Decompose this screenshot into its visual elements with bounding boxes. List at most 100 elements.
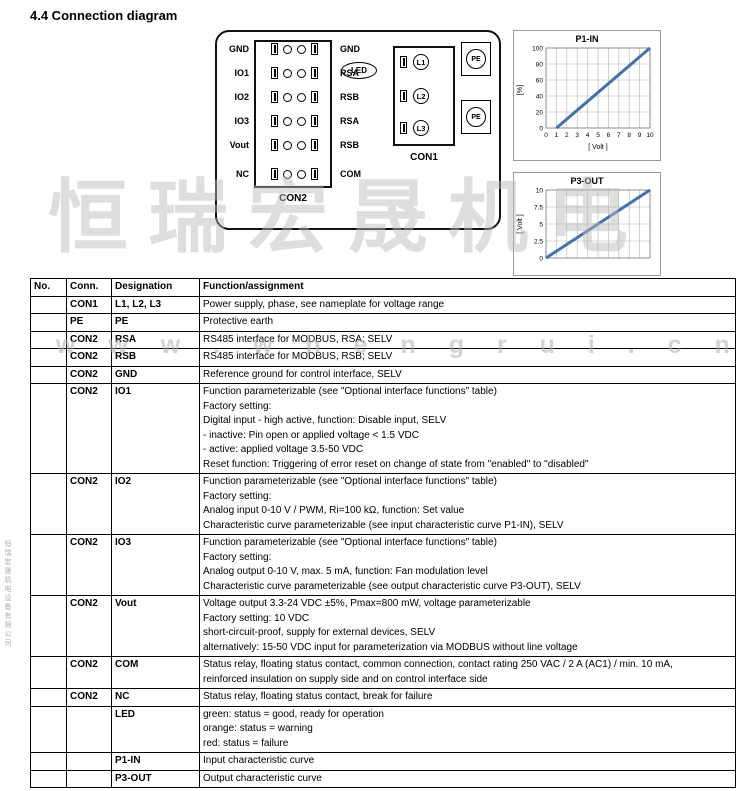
cell-no [30, 365, 67, 384]
pe-terminal: PE [466, 49, 486, 69]
cell-designation: NC [111, 688, 200, 707]
terminal-row-gnd: GND GND [217, 42, 499, 56]
connection-diagram: GND GND IO1 RSA IO2 RSB IO3 RSA Vout RSB… [215, 30, 501, 230]
watermark-side-text: 恒瑞宏晟机电设备有限公司 [4, 540, 11, 648]
cell-conn: CON2 [66, 534, 112, 596]
terminal-symbols [257, 43, 331, 55]
chart-canvas: 10 7.5 5 2.5 0 [ Volt ] [517, 188, 651, 263]
cell-designation: L1, L2, L3 [111, 295, 200, 314]
cell-conn: CON1 [66, 295, 112, 314]
cell-no [30, 295, 67, 314]
terminal-contact-icon [310, 139, 318, 151]
con2-terminal-block [254, 40, 332, 188]
cell-function: Output characteristic curve [199, 769, 736, 788]
terminal-row-io3: IO3 RSA [217, 114, 499, 128]
cell-designation: RSA [111, 330, 200, 349]
terminal-label-right: RSB [340, 92, 360, 102]
terminal-row-io2: IO2 RSB [217, 90, 499, 104]
x-tick-label: 5 [596, 132, 600, 139]
cell-function: RS485 interface for MODBUS, RSB; SELV [199, 348, 736, 367]
terminal-symbols [257, 67, 331, 79]
pe-terminal: PE [466, 107, 486, 127]
cell-designation: LED [111, 705, 200, 753]
led-indicator: LED [341, 62, 377, 79]
y-tick-label: 40 [536, 94, 544, 101]
cell-no [30, 705, 67, 753]
cell-function: Voltage output 3.3-24 VDC ±5%, Pmax=800 … [199, 595, 736, 657]
cell-no [30, 473, 67, 535]
con2-label: CON2 [279, 193, 307, 204]
chart-p1-in: P1-IN 100 80 60 40 20 0 [%] 0 1 2 3 4 5 … [513, 30, 661, 161]
cell-designation: P3-OUT [111, 769, 200, 788]
connection-table: No. Conn. Designation Function/assignmen… [30, 278, 736, 788]
terminal-contact-icon [270, 91, 278, 103]
cell-function: RS485 interface for MODBUS, RSA; SELV [199, 330, 736, 349]
terminal-contact-icon [270, 139, 278, 151]
terminal-hole-icon [296, 44, 306, 54]
cell-no [30, 534, 67, 596]
x-tick-label: 2 [565, 132, 569, 139]
terminal-contact-icon [310, 168, 318, 180]
terminal-label-left: IO3 [234, 116, 249, 126]
cell-function: Status relay, floating status contact, b… [199, 688, 736, 707]
terminal-hole-icon [282, 68, 292, 78]
cell-conn: CON2 [66, 656, 112, 689]
terminal-label-right: RSB [340, 140, 360, 150]
pe-terminal-box: PE [461, 42, 491, 76]
terminal-contact-icon [310, 115, 318, 127]
terminal-hole-icon [282, 44, 292, 54]
table-header-row: No. Conn. Designation Function/assignmen… [30, 278, 736, 297]
x-axis-label: [ Volt ] [588, 144, 608, 151]
terminal-contact-icon [270, 43, 278, 55]
cell-conn: CON2 [66, 330, 112, 349]
terminal-symbols [257, 139, 331, 151]
cell-no [30, 330, 67, 349]
cell-no [30, 752, 67, 771]
x-tick-label: 0 [544, 132, 548, 139]
header-conn: Conn. [66, 278, 112, 297]
y-tick-label: 0 [539, 126, 543, 133]
x-tick-label: 7 [617, 132, 621, 139]
terminal-symbols [257, 168, 331, 180]
cell-no [30, 595, 67, 657]
terminal-hole-icon [282, 116, 292, 126]
cell-function: Function parameterizable (see "Optional … [199, 383, 736, 474]
terminal-label-left: Vout [229, 140, 249, 150]
phase-terminal: L3 [413, 120, 429, 136]
cell-no [30, 769, 67, 788]
terminal-hole-icon [282, 140, 292, 150]
terminal-label-left: GND [229, 44, 249, 54]
x-tick-label: 8 [627, 132, 631, 139]
cell-function: green: status = good, ready for operatio… [199, 705, 736, 753]
y-tick-label: 20 [536, 110, 544, 117]
terminal-contact-icon [310, 43, 318, 55]
chart-title: P1-IN [575, 34, 599, 44]
con1-label: CON1 [410, 152, 438, 163]
cell-conn: CON2 [66, 365, 112, 384]
pe-terminal-box: PE [461, 100, 491, 134]
x-tick-label: 6 [607, 132, 611, 139]
y-tick-label: 7.5 [534, 205, 543, 212]
terminal-contact-icon [400, 56, 407, 68]
x-tick-label: 3 [575, 132, 579, 139]
terminal-contact-icon [400, 122, 407, 134]
cell-function: Reference ground for control interface, … [199, 365, 736, 384]
terminal-label-left: IO2 [234, 92, 249, 102]
cell-designation: GND [111, 365, 200, 384]
cell-designation: Vout [111, 595, 200, 657]
cell-designation: IO1 [111, 383, 200, 474]
y-tick-label: 100 [532, 46, 543, 53]
plot-border [545, 47, 651, 129]
terminal-label-left: IO1 [234, 68, 249, 78]
header-no: No. [30, 278, 67, 297]
section-title: 4.4 Connection diagram [30, 8, 178, 23]
